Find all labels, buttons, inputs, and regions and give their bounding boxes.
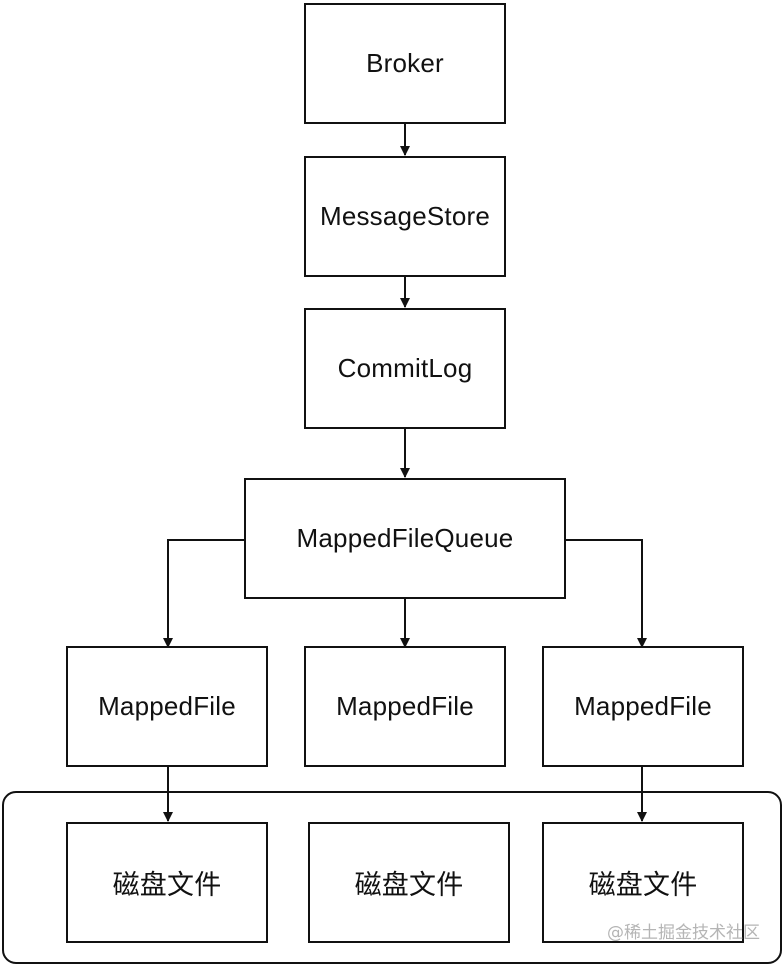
commit-log-node: CommitLog bbox=[304, 308, 506, 429]
disk-file-left-node: 磁盘文件 bbox=[66, 822, 268, 943]
broker-node: Broker bbox=[304, 3, 506, 124]
watermark-text: @稀土掘金技术社区 bbox=[607, 923, 760, 943]
disk-file-right-node: 磁盘文件 bbox=[542, 822, 744, 943]
disk-files-group bbox=[2, 791, 782, 964]
edge-queue-mappedfile-right bbox=[565, 539, 647, 648]
message-store-node: MessageStore bbox=[304, 156, 506, 277]
mapped-file-right-node: MappedFile bbox=[542, 646, 744, 767]
disk-file-middle-node: 磁盘文件 bbox=[308, 822, 510, 943]
mapped-file-queue-node: MappedFileQueue bbox=[244, 478, 566, 599]
edge-queue-mappedfile-left bbox=[163, 539, 245, 648]
mapped-file-middle-node: MappedFile bbox=[304, 646, 506, 767]
mapped-file-left-node: MappedFile bbox=[66, 646, 268, 767]
